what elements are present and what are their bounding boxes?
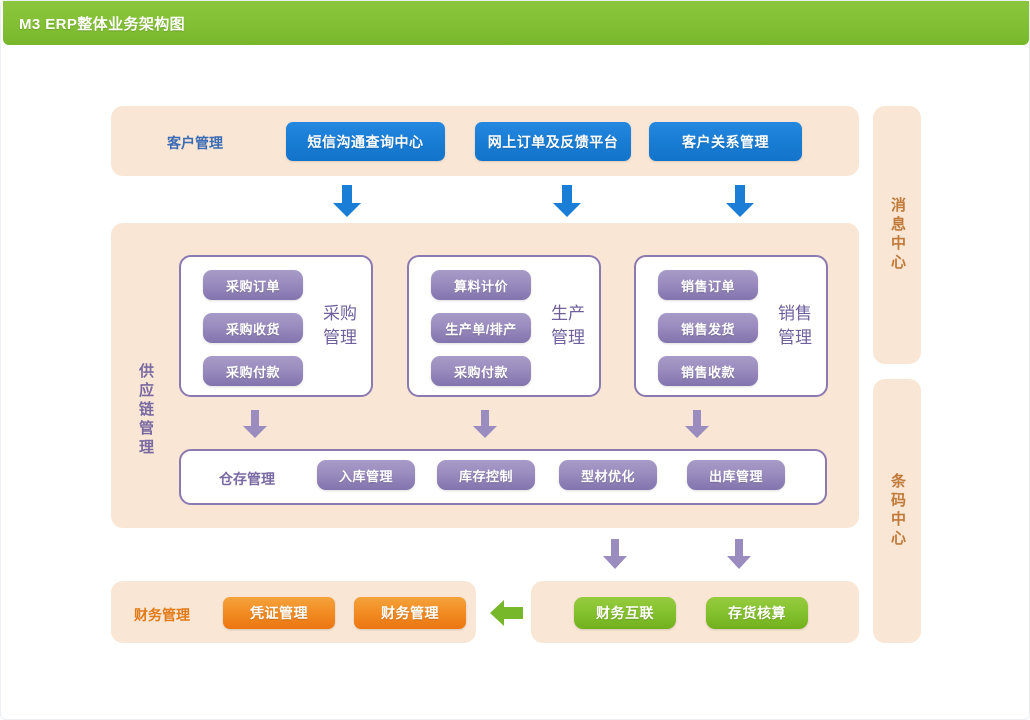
arrow-down-icon-purple-4	[602, 539, 628, 570]
arrow-down-icon-blue-1	[332, 185, 362, 218]
inventory-control-button[interactable]: 库存控制	[437, 460, 535, 490]
purchase-payment-button[interactable]: 采购付款	[203, 356, 303, 386]
finance-management-button[interactable]: 财务管理	[354, 597, 466, 629]
online-order-feedback-platform-button[interactable]: 网上订单及反馈平台	[475, 122, 631, 161]
production-purchase-payment-button[interactable]: 采购付款	[431, 356, 531, 386]
arrow-down-icon-purple-3	[684, 410, 710, 439]
message-center-label: 消息中心	[889, 197, 906, 273]
profile-optimization-button[interactable]: 型材优化	[559, 460, 657, 490]
warehouse-management-label: 仓存管理	[219, 471, 275, 487]
purchase-management-group-label-line1: 采购	[323, 304, 357, 323]
purchase-order-button[interactable]: 采购订单	[203, 270, 303, 300]
production-management-group-label-line2: 管理	[551, 328, 585, 347]
finance-management-label: 财务管理	[134, 607, 190, 623]
material-costing-button[interactable]: 算料计价	[431, 270, 531, 300]
arrow-down-icon-purple-1	[242, 410, 268, 439]
page-title: M3 ERP整体业务架构图	[19, 16, 186, 33]
outbound-management-button[interactable]: 出库管理	[687, 460, 785, 490]
inbound-management-button[interactable]: 入库管理	[317, 460, 415, 490]
financial-interconnection-button[interactable]: 财务互联	[574, 597, 676, 629]
sms-communication-center-button[interactable]: 短信沟通查询中心	[286, 122, 445, 161]
arrow-left-icon-green	[490, 599, 524, 628]
customer-relationship-management-button[interactable]: 客户关系管理	[649, 122, 802, 161]
sales-receipt-button[interactable]: 销售收款	[658, 356, 758, 386]
production-management-group-label-line1: 生产	[551, 304, 585, 323]
production-management-group-label: 生产 管理	[545, 302, 591, 350]
arrow-down-icon-purple-5	[726, 539, 752, 570]
sales-management-group-label: 销售 管理	[772, 302, 818, 350]
sales-order-button[interactable]: 销售订单	[658, 270, 758, 300]
purchase-management-group-label-line2: 管理	[323, 328, 357, 347]
production-order-scheduling-button[interactable]: 生产单/排产	[431, 313, 531, 343]
arrow-down-icon-blue-3	[725, 185, 755, 218]
inventory-accounting-button[interactable]: 存货核算	[706, 597, 808, 629]
arrow-down-icon-purple-2	[472, 410, 498, 439]
purchase-management-group-label: 采购 管理	[317, 302, 363, 350]
title-bar: M3 ERP整体业务架构图	[3, 1, 1029, 45]
sales-delivery-button[interactable]: 销售发货	[658, 313, 758, 343]
supply-chain-label: 供应链管理	[137, 362, 154, 458]
barcode-center-label: 条码中心	[889, 473, 906, 549]
sales-management-group-label-line2: 管理	[778, 328, 812, 347]
message-center-panel[interactable]: 消息中心	[873, 106, 921, 364]
arrow-down-icon-blue-2	[552, 185, 582, 218]
customer-management-label: 客户管理	[167, 135, 223, 151]
sales-management-group-label-line1: 销售	[778, 304, 812, 323]
voucher-management-button[interactable]: 凭证管理	[223, 597, 335, 629]
purchase-receipt-button[interactable]: 采购收货	[203, 313, 303, 343]
barcode-center-panel[interactable]: 条码中心	[873, 379, 921, 643]
